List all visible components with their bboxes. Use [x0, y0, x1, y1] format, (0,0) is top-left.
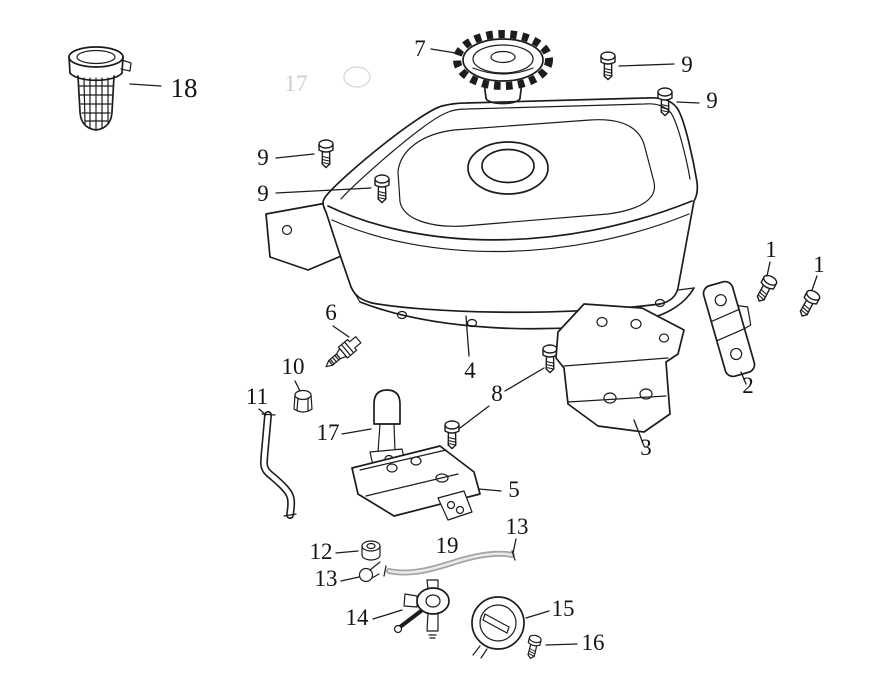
part-label-9c: 9 — [257, 145, 269, 170]
leader-7 — [430, 48, 457, 54]
part-label-9b: 9 — [706, 88, 718, 113]
leader-4 — [465, 315, 470, 357]
part-label-16: 16 — [582, 630, 605, 655]
part-label-12: 12 — [310, 539, 333, 564]
leader-18 — [129, 83, 162, 87]
cap-knurled-edge — [453, 30, 553, 90]
part-label-13a: 13 — [506, 514, 529, 539]
part-1-bolt-a — [752, 272, 779, 306]
part-8-bolt-b — [444, 420, 460, 450]
part-16-screw — [524, 633, 543, 661]
part-3-bracket — [555, 303, 685, 433]
part-12-nut — [361, 540, 381, 561]
part-label-1b: 1 — [813, 252, 825, 277]
tank-left-flange — [265, 201, 347, 271]
leader-13a — [512, 538, 517, 554]
part-label-3: 3 — [640, 435, 652, 460]
part-label-5: 5 — [508, 477, 520, 502]
part-label-13b: 13 — [315, 566, 338, 591]
part-15-cover — [471, 596, 525, 659]
part-label-9a: 9 — [681, 52, 693, 77]
part-label-8: 8 — [491, 381, 503, 406]
part-label-15: 15 — [552, 596, 575, 621]
part-label-11: 11 — [246, 384, 268, 409]
leader-8b — [459, 405, 490, 429]
part-label-10: 10 — [282, 354, 305, 379]
part-label-2: 2 — [742, 373, 754, 398]
part-14-fuel-valve — [393, 579, 450, 639]
leader-9d — [275, 187, 372, 194]
part-4-fuel-tank — [322, 96, 699, 330]
leader-10 — [294, 380, 301, 392]
part-10-grommet — [293, 389, 313, 413]
part-labels: 17 18 7 9 9 9 9 1 1 2 3 4 5 6 8 10 11 12… — [171, 36, 825, 655]
part-label-18: 18 — [171, 73, 198, 103]
part-1-bolt-b — [795, 287, 822, 321]
part-label-7: 7 — [414, 36, 426, 61]
leader-16 — [545, 643, 578, 646]
part-18-fuel-strainer — [68, 46, 132, 131]
leader-9a — [618, 63, 675, 67]
leader-15 — [525, 610, 550, 619]
part-label-9d: 9 — [257, 181, 269, 206]
part-label-17: 17 — [317, 420, 340, 445]
part-label-14: 14 — [346, 605, 370, 630]
part-9-bolt-c — [318, 139, 334, 169]
leader-14 — [372, 609, 403, 620]
part-label-4: 4 — [464, 358, 476, 383]
ghost-ring — [343, 66, 371, 88]
part-11-pipe — [260, 411, 297, 519]
leader-9c — [275, 153, 315, 159]
part-6-fuel-joint — [325, 336, 362, 368]
part-label-19: 19 — [436, 533, 459, 558]
leader-17 — [341, 428, 372, 435]
valve-lever — [398, 609, 423, 629]
leader-2 — [740, 371, 747, 385]
part-13-clip — [358, 561, 381, 583]
leader-3 — [633, 419, 645, 447]
part-5-bracket-plate — [351, 445, 481, 521]
ghost-marks — [343, 66, 371, 88]
leader-12 — [335, 550, 359, 554]
part-9-bolt-a — [600, 51, 616, 81]
leader-9b — [676, 101, 700, 104]
leader-11 — [258, 408, 267, 416]
part-2-bracket — [702, 280, 756, 378]
leader-5 — [478, 488, 502, 492]
part-7-tank-cap — [453, 30, 553, 105]
part-label-1a: 1 — [765, 237, 777, 262]
part-8-bolt-a — [542, 344, 558, 374]
part-label-6: 6 — [325, 300, 337, 325]
ghost-label-17: 17 — [285, 71, 308, 96]
leader-lines — [129, 48, 818, 646]
leader-13b — [340, 576, 360, 582]
leader-6 — [332, 325, 350, 338]
leader-1a — [766, 261, 771, 277]
leader-1b — [811, 275, 818, 291]
leader-8a — [504, 367, 545, 392]
